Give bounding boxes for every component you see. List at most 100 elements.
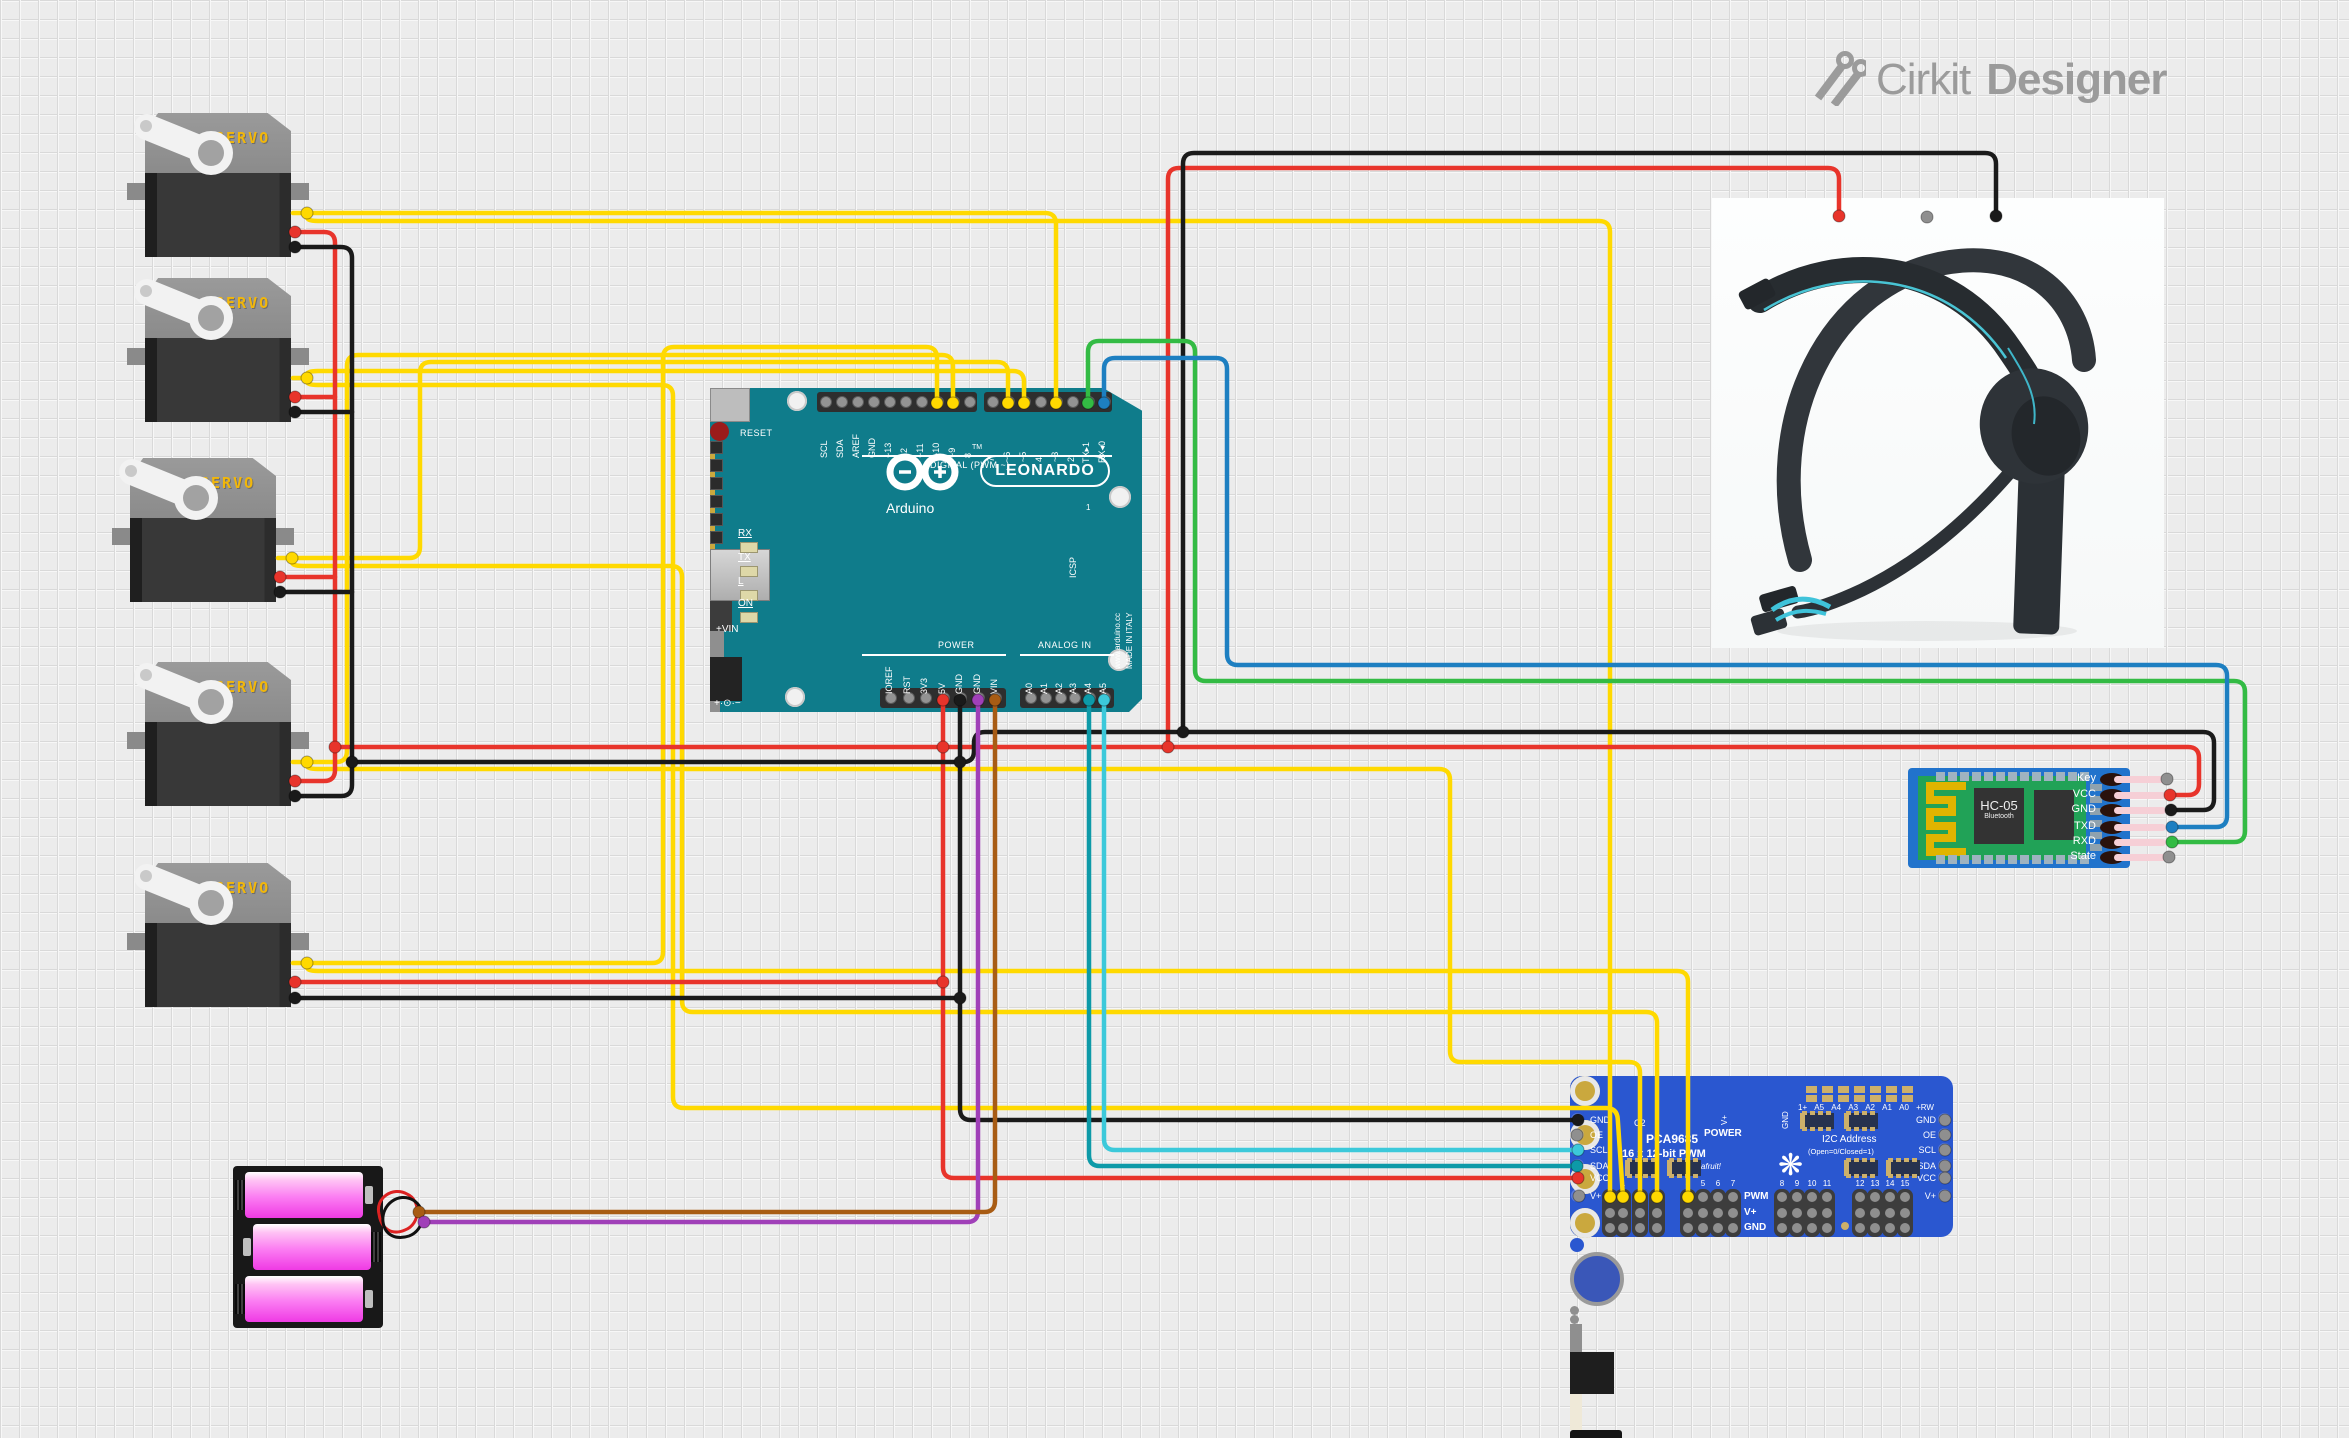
pca-left-pin-OE[interactable]: OE: [1590, 1130, 1604, 1140]
wire-servo1-signal-arduino-d3[interactable]: [290, 210, 1059, 406]
icsp-pin[interactable]: [710, 477, 723, 490]
eeg-headset-photo[interactable]: [1712, 198, 2164, 648]
servo-motor-4[interactable]: SERVO: [127, 662, 309, 808]
power-terminal[interactable]: [1570, 1430, 1622, 1438]
reset-button-cap[interactable]: [710, 422, 729, 441]
icsp-pin[interactable]: [710, 495, 723, 508]
pwm-pin[interactable]: [1807, 1208, 1817, 1218]
pwm-pin[interactable]: [1728, 1223, 1738, 1233]
arduino-leonardo-board[interactable]: SCLSDAAREFGND~1312~11~10~987~6~54~32TX▸1…: [710, 388, 1142, 712]
address-jumper-pad[interactable]: [1902, 1086, 1913, 1093]
wire-terminal-dot[interactable]: [953, 991, 967, 1005]
pwm-pin[interactable]: [1728, 1208, 1738, 1218]
pwm-pin[interactable]: [1713, 1223, 1723, 1233]
wire-terminal-dot[interactable]: [936, 740, 950, 754]
pin-digital-TX▸1[interactable]: [1083, 396, 1095, 408]
pwm-pin[interactable]: [1618, 1223, 1628, 1233]
pca-right-pin-V+[interactable]: V+: [1924, 1191, 1936, 1201]
pwm-pin[interactable]: [1870, 1223, 1880, 1233]
address-jumper-pad[interactable]: [1870, 1086, 1881, 1093]
pin-digital-~6[interactable]: [1003, 396, 1015, 408]
pca-right-pin-GND[interactable]: GND: [1916, 1115, 1936, 1125]
pwm-pin[interactable]: [1885, 1192, 1895, 1202]
pwm-pin[interactable]: [1777, 1223, 1787, 1233]
wire-terminal-dot[interactable]: [345, 755, 359, 769]
pwm-pin[interactable]: [1822, 1223, 1832, 1233]
pwm-pin[interactable]: [1635, 1208, 1645, 1218]
pin-digital-7[interactable]: [987, 396, 999, 408]
pwm-pin[interactable]: [1618, 1192, 1628, 1202]
address-jumper-pad[interactable]: [1870, 1095, 1881, 1102]
pwm-pin[interactable]: [1855, 1208, 1865, 1218]
pin-digital-RX◂0[interactable]: [1099, 396, 1111, 408]
pin-digital-~10[interactable]: [932, 396, 944, 408]
pwm-pin[interactable]: [1822, 1192, 1832, 1202]
pwm-pin[interactable]: [1652, 1223, 1662, 1233]
address-jumper-pad[interactable]: [1822, 1095, 1833, 1102]
wire-terminal-dot[interactable]: [2164, 803, 2178, 817]
pwm-pin[interactable]: [1822, 1208, 1832, 1218]
pin-digital-~13[interactable]: [884, 396, 896, 408]
wire-a5-to-pca-scl[interactable]: [1101, 697, 1577, 1153]
servo-motor-2[interactable]: SERVO: [127, 278, 309, 424]
wire-servo4-signal-pca-ch2[interactable]: [304, 759, 1643, 1200]
wire-terminal-dot[interactable]: [1161, 740, 1175, 754]
pwm-pin[interactable]: [1855, 1192, 1865, 1202]
pin-digital-~5[interactable]: [1019, 396, 1031, 408]
pin-digital-4[interactable]: [1035, 396, 1047, 408]
address-jumper-pad[interactable]: [1854, 1095, 1865, 1102]
wire-terminal-dot[interactable]: [2165, 820, 2179, 834]
pwm-pin[interactable]: [1792, 1208, 1802, 1218]
pwm-pin[interactable]: [1885, 1208, 1895, 1218]
pwm-pin[interactable]: [1683, 1192, 1693, 1202]
pin-digital-12[interactable]: [900, 396, 912, 408]
pwm-pin[interactable]: [1855, 1223, 1865, 1233]
wire-gnd-to-pca[interactable]: [957, 759, 1577, 1123]
pwm-pin[interactable]: [1807, 1192, 1817, 1202]
icsp-pin[interactable]: [710, 441, 723, 454]
pwm-pin[interactable]: [1870, 1192, 1880, 1202]
address-jumper-pad[interactable]: [1854, 1086, 1865, 1093]
pwm-pin[interactable]: [1605, 1223, 1615, 1233]
wire-gnd-to-battery[interactable]: [421, 697, 981, 1225]
pwm-pin[interactable]: [1635, 1223, 1645, 1233]
pwm-pin[interactable]: [1807, 1223, 1817, 1233]
pwm-pin[interactable]: [1605, 1192, 1615, 1202]
pwm-pin[interactable]: [1900, 1223, 1910, 1233]
pwm-pin[interactable]: [1777, 1208, 1787, 1218]
address-jumper-pad[interactable]: [1822, 1086, 1833, 1093]
pin-digital-~11[interactable]: [916, 396, 928, 408]
pwm-pin[interactable]: [1683, 1223, 1693, 1233]
pin-digital-~3[interactable]: [1051, 396, 1063, 408]
pin-digital-AREF[interactable]: [852, 396, 864, 408]
pwm-pin[interactable]: [1698, 1192, 1708, 1202]
pca-right-pin-VCC[interactable]: VCC: [1916, 1173, 1936, 1183]
icsp-pin[interactable]: [710, 459, 723, 472]
pca-right-pin-SDA[interactable]: SDA: [1917, 1161, 1936, 1171]
pwm-pin[interactable]: [1618, 1208, 1628, 1218]
pwm-pin[interactable]: [1652, 1208, 1662, 1218]
pwm-pin[interactable]: [1885, 1223, 1895, 1233]
pin-digital-GND[interactable]: [868, 396, 880, 408]
wire-terminal-dot[interactable]: [953, 755, 967, 769]
wire-terminal-dot[interactable]: [936, 975, 950, 989]
reset-button[interactable]: [710, 388, 750, 422]
pin-digital-SDA[interactable]: [836, 396, 848, 408]
pwm-pin[interactable]: [1900, 1192, 1910, 1202]
pwm-pin[interactable]: [1698, 1208, 1708, 1218]
pwm-pin[interactable]: [1605, 1208, 1615, 1218]
pwm-pin[interactable]: [1683, 1208, 1693, 1218]
wire-terminal-dot[interactable]: [1176, 725, 1190, 739]
pwm-pin[interactable]: [1792, 1223, 1802, 1233]
address-jumper-pad[interactable]: [1902, 1095, 1913, 1102]
pin-digital-~9[interactable]: [948, 396, 960, 408]
pca-left-pin-SDA[interactable]: SDA: [1590, 1161, 1609, 1171]
servo-motor-5[interactable]: SERVO: [127, 863, 309, 1009]
wire-5v-to-pca-vcc[interactable]: [940, 744, 1577, 1181]
icsp-pin[interactable]: [710, 531, 723, 544]
pca-right-pin-SCL[interactable]: SCL: [1918, 1145, 1936, 1155]
pca-right-pin-OE[interactable]: OE: [1922, 1130, 1936, 1140]
pin-digital-SCL[interactable]: [820, 396, 832, 408]
